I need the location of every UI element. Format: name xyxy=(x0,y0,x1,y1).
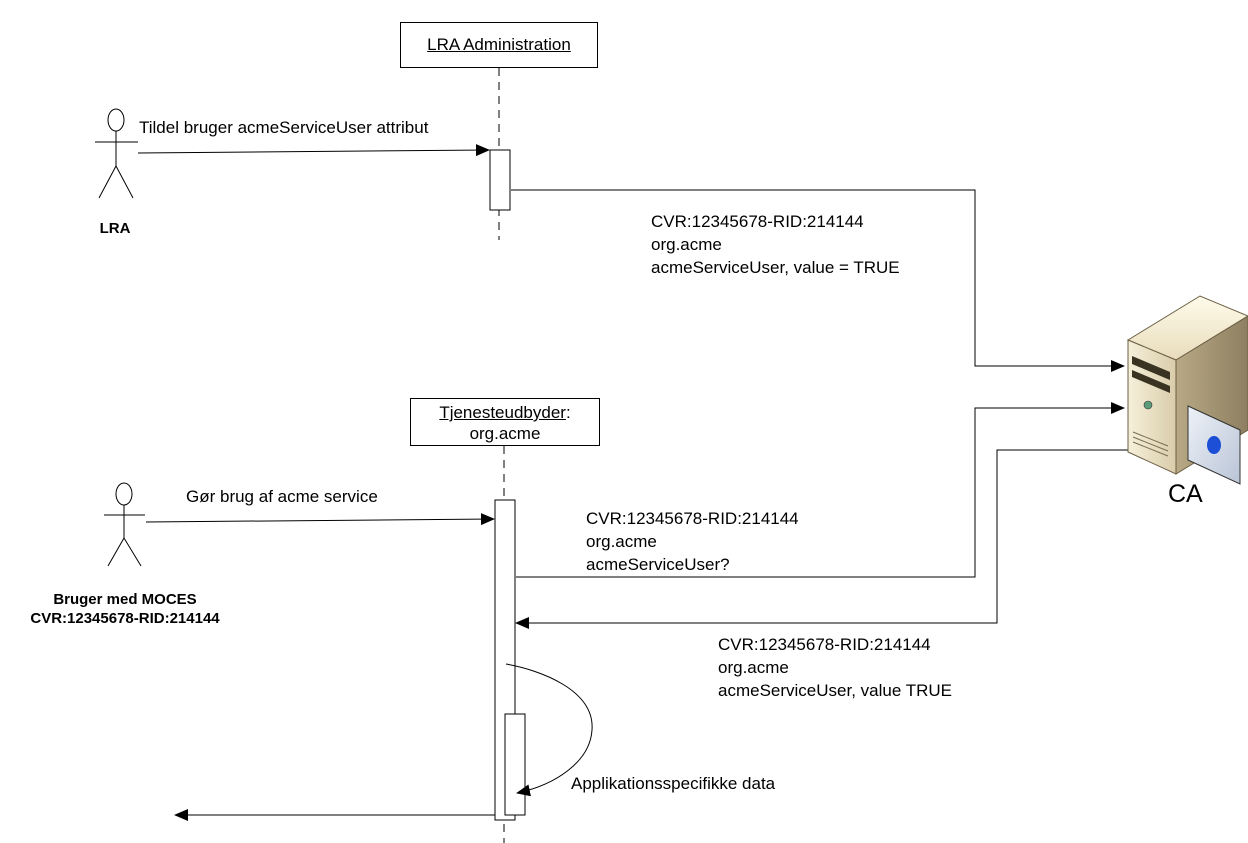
actor-label-bruger-line1: Bruger med MOCES xyxy=(53,591,197,608)
message-arrow-tildel xyxy=(137,144,490,157)
lifeline-box-lra-administration: LRA Administration xyxy=(400,22,598,68)
self-call-arrow xyxy=(505,663,593,797)
note-line: acmeServiceUser? xyxy=(586,555,730,574)
actor-label-bruger-line2: CVR:12345678-RID:214144 xyxy=(30,610,220,627)
server-computer-icon xyxy=(1126,295,1248,485)
note-query: CVR:12345678-RID:214144 org.acme acmeSer… xyxy=(586,507,799,576)
lifeline-title-suffix: : xyxy=(565,403,571,422)
connector-query-to-ca xyxy=(516,402,1125,578)
lifeline-box-tjenesteudbyder: Tjenesteudbyder: org.acme xyxy=(410,398,600,446)
server-label-ca: CA xyxy=(1168,480,1203,508)
note-line: acmeServiceUser, value TRUE xyxy=(718,681,952,700)
activation-bar-self-call xyxy=(504,713,526,816)
actor-bruger-icon xyxy=(104,482,145,567)
note-line: org.acme xyxy=(651,235,722,254)
actor-lra-icon xyxy=(95,108,138,199)
message-label-tildel: Tildel bruger acmeServiceUser attribut xyxy=(139,118,429,137)
note-line: CVR:12345678-RID:214144 xyxy=(651,212,864,231)
activation-bar-lra-admin xyxy=(489,149,511,211)
message-arrow-gor-brug xyxy=(145,513,495,526)
connector-reply-from-ca xyxy=(515,449,1133,629)
connector-admin-to-ca xyxy=(511,189,1125,372)
note-line: org.acme xyxy=(586,532,657,551)
message-label-self-call: Applikationsspecifikke data xyxy=(571,774,776,793)
lifeline-title: Tjenesteudbyder xyxy=(439,403,566,422)
message-label-gor-brug: Gør brug af acme service xyxy=(186,487,378,506)
lifeline-subtitle: org.acme xyxy=(469,424,541,443)
note-line: acmeServiceUser, value = TRUE xyxy=(651,258,900,277)
actor-label-bruger: Bruger med MOCES CVR:12345678-RID:214144 xyxy=(0,590,250,628)
note-reply: CVR:12345678-RID:214144 org.acme acmeSer… xyxy=(718,633,952,702)
actor-label-lra: LRA xyxy=(99,220,131,237)
note-line: org.acme xyxy=(718,658,789,677)
note-to-ca-admin: CVR:12345678-RID:214144 org.acme acmeSer… xyxy=(651,210,900,279)
note-line: CVR:12345678-RID:214144 xyxy=(718,635,931,654)
note-line: CVR:12345678-RID:214144 xyxy=(586,509,799,528)
lifeline-title: LRA Administration xyxy=(427,35,571,54)
